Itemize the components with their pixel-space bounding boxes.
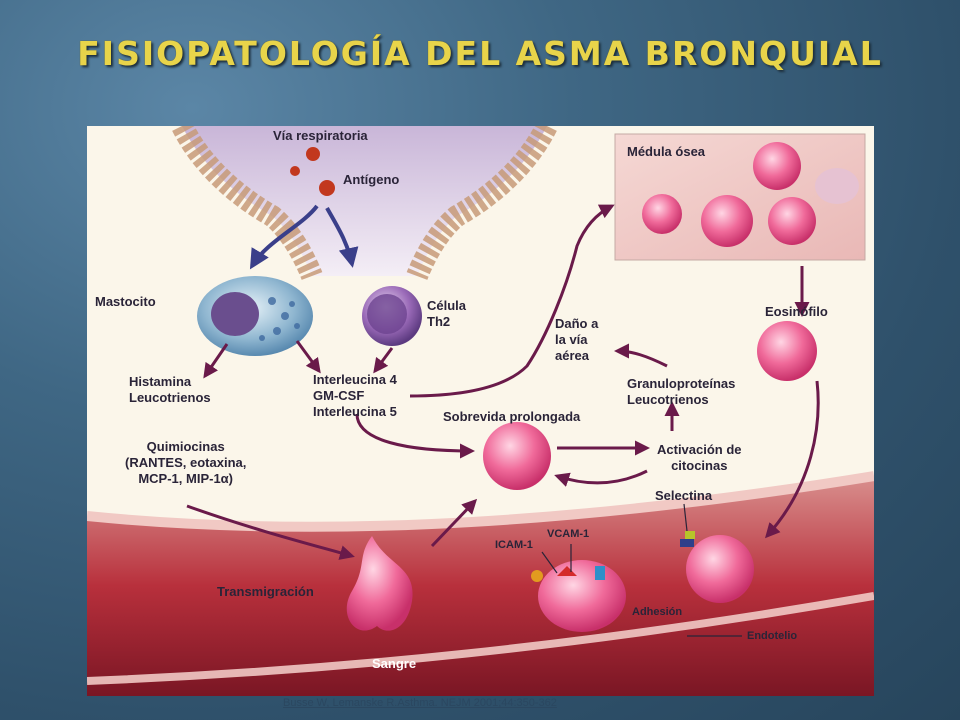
label-medula-osea: Médula ósea bbox=[627, 144, 706, 159]
label-leader-lines bbox=[541, 503, 742, 637]
slide-title: FISIOPATOLOGÍA DEL ASMA BRONQUIAL bbox=[77, 34, 883, 73]
blood-vessel bbox=[87, 471, 874, 696]
asthma-pathophysiology-figure: Vía respiratoria Antígeno Mastocito Célu… bbox=[87, 126, 874, 696]
label-dano-via-aerea: Daño a la vía aérea bbox=[555, 316, 599, 363]
label-transmigracion: Transmigración bbox=[217, 584, 314, 599]
mast-cell bbox=[197, 276, 313, 356]
label-quimiocinas: Quimiocinas (RANTES, eotaxina, MCP-1, MI… bbox=[125, 439, 247, 486]
label-antigeno: Antígeno bbox=[343, 172, 400, 187]
label-vcam-1: VCAM-1 bbox=[547, 528, 590, 540]
transmigrating-eosinophil bbox=[346, 536, 413, 631]
airway-epithelium bbox=[172, 126, 557, 281]
label-via-respiratoria: Vía respiratoria bbox=[273, 128, 368, 143]
surviving-eosinophil bbox=[483, 422, 551, 490]
antigen-particles bbox=[290, 147, 335, 196]
label-granuloproteinas: Granuloproteínas Leucotrienos bbox=[627, 376, 736, 407]
label-adhesion: Adhesión bbox=[632, 606, 683, 618]
adhered-eosinophil bbox=[686, 535, 754, 603]
label-sobrevida-prolongada: Sobrevida prolongada bbox=[443, 409, 581, 424]
label-endotelio: Endotelio bbox=[747, 630, 798, 642]
label-selectina: Selectina bbox=[655, 488, 713, 503]
adhesion-eosinophil bbox=[538, 560, 626, 632]
th2-cell bbox=[362, 286, 422, 346]
adhesion-molecules bbox=[531, 531, 695, 582]
eosinophil-cell bbox=[757, 321, 817, 381]
label-mastocito: Mastocito bbox=[95, 294, 156, 309]
label-sangre: Sangre bbox=[372, 656, 417, 671]
label-activacion-citocinas: Activación de citocinas bbox=[657, 442, 742, 473]
label-histamina-leucotrienos: Histamina Leucotrienos bbox=[129, 374, 211, 405]
label-eosinofilo: Eosinófilo bbox=[765, 304, 828, 319]
diagram-illustration bbox=[87, 126, 874, 696]
label-icam-1: ICAM-1 bbox=[495, 539, 533, 551]
label-interleucinas: Interleucina 4 GM-CSF Interleucina 5 bbox=[313, 372, 397, 419]
bone-marrow-panel bbox=[614, 133, 866, 261]
label-celula-th2: Célula Th2 bbox=[427, 298, 467, 329]
source-citation[interactable]: Busse W, Lemanske R.Asthma. NEJM 2001;44… bbox=[283, 697, 557, 709]
